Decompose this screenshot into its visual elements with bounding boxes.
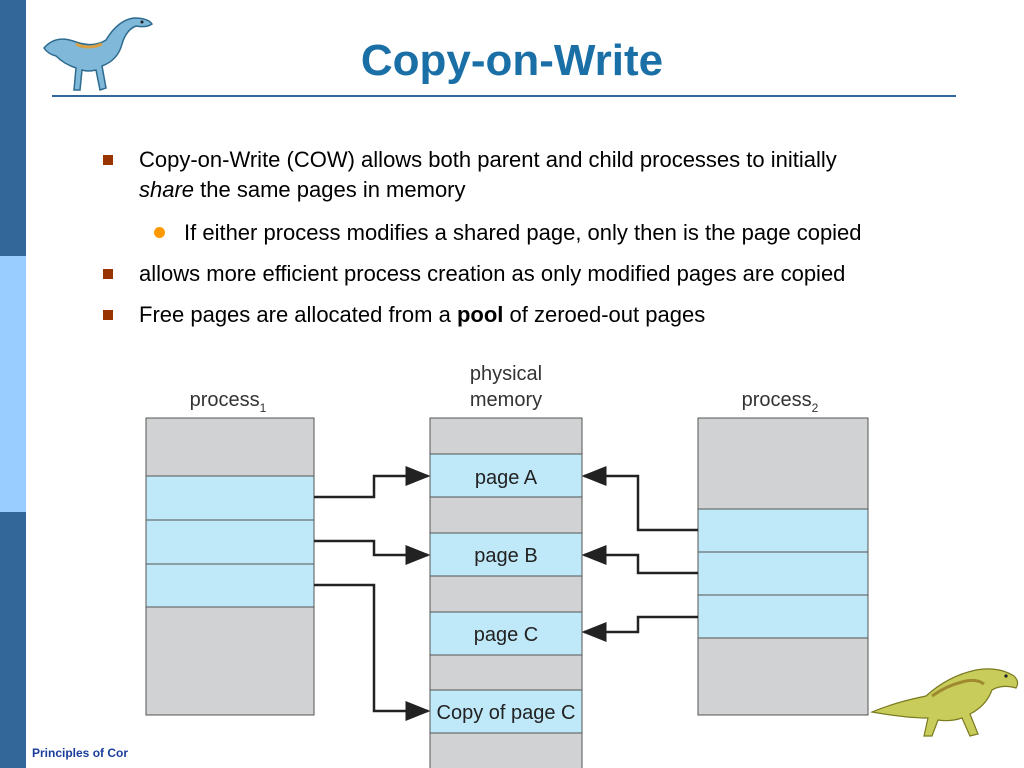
memory-frame-empty: [429, 496, 583, 534]
page-c-label: page C: [474, 624, 539, 646]
arrow-p1-to-page-a: [314, 466, 431, 499]
process2-page-entry: [697, 508, 869, 553]
square-bullet-icon: [103, 310, 113, 320]
process2-empty-block: [697, 417, 869, 510]
bold-text: pool: [456, 302, 504, 327]
process1-column: [145, 417, 315, 716]
process1-page-entry: [145, 475, 315, 521]
copy-of-page-c-label: Copy of page C: [437, 702, 576, 724]
physical-memory-label-line2: memory: [470, 389, 542, 411]
memory-frame-empty: [429, 654, 583, 691]
bullet-text-part: Copy-on-Write (COW) allows both parent a…: [139, 147, 837, 172]
arrow-p1-to-copy-c: [314, 583, 431, 721]
emphasis-text: share: [139, 177, 195, 202]
page-title: Copy-on-Write: [360, 36, 664, 85]
arrow-p1-to-page-b: [314, 539, 431, 565]
physical-memory-column: [429, 417, 583, 768]
square-bullet-icon: [103, 269, 113, 279]
bullet-text: Copy-on-Write (COW) allows both parent a…: [139, 145, 837, 205]
sidebar-stripe-middle: [0, 256, 26, 512]
physical-memory-label-line1: physical: [470, 363, 542, 385]
process2-empty-block: [697, 637, 869, 716]
memory-frame-empty: [429, 575, 583, 613]
bullet-text-part: of zeroed-out pages: [503, 302, 706, 327]
process1-label: process1: [190, 389, 267, 415]
process2-page-entry: [697, 594, 869, 639]
bullet-text-part: Free pages are allocated from a: [139, 302, 457, 327]
process1-page-entry: [145, 563, 315, 608]
process2-arrows: [581, 466, 698, 642]
memory-frame-page-c: [429, 611, 583, 656]
arrow-p2-to-page-a: [581, 466, 698, 532]
sidebar-stripe-top: [0, 0, 26, 256]
dot-bullet-icon: [154, 227, 165, 238]
process1-page-entry: [145, 519, 315, 565]
page-a-label: page A: [475, 467, 538, 489]
bullet-text: allows more efficient process creation a…: [139, 261, 846, 286]
sidebar-stripe-bottom: [0, 512, 26, 768]
square-bullet-icon: [103, 155, 113, 165]
footer-text: Principles of Cor: [32, 746, 129, 760]
bullet-text-part: the same pages in memory: [194, 177, 466, 202]
process2-column: [697, 417, 869, 716]
process1-arrows: [314, 466, 431, 721]
dinosaur-corner-icon: [869, 668, 1019, 737]
bullet-text: If either process modifies a shared page…: [184, 220, 862, 245]
arrow-p2-to-page-b: [581, 545, 698, 575]
page-b-label: page B: [474, 545, 537, 567]
dinosaur-logo-icon: [43, 17, 154, 91]
memory-frame-empty: [429, 732, 583, 768]
memory-frame-empty: [429, 417, 583, 455]
arrow-p2-to-page-c: [581, 615, 698, 642]
process2-label: process2: [742, 389, 819, 415]
process2-page-entry: [697, 551, 869, 596]
memory-frame-copy-c: [429, 689, 583, 734]
bullet-text: Free pages are allocated from a pool of …: [139, 300, 705, 330]
memory-frame-page-b: [429, 532, 583, 577]
process1-empty-block: [145, 606, 315, 716]
title-divider: [52, 95, 956, 97]
process1-empty-block: [145, 417, 315, 477]
